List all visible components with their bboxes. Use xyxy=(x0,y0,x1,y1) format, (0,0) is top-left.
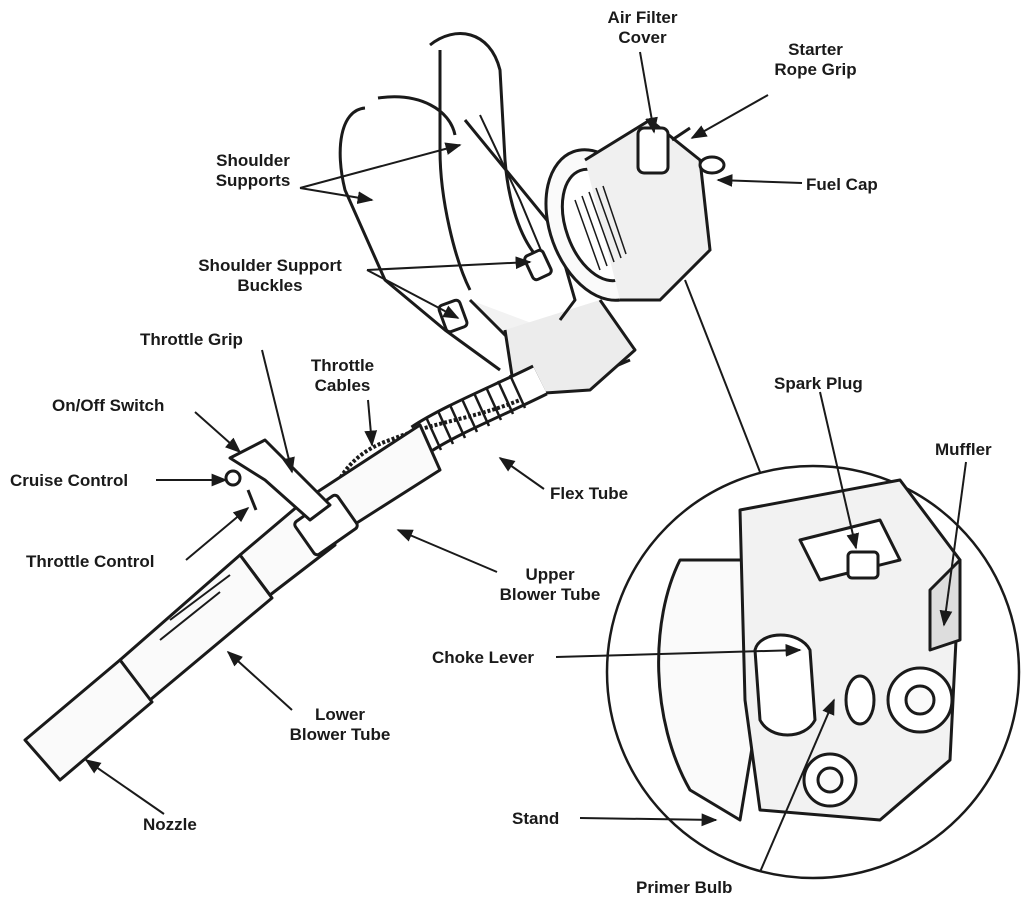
label-shoulder-supports-line2: Supports xyxy=(215,171,291,190)
label-shoulder-support-buckles-line1: Shoulder Support xyxy=(198,256,342,275)
label-shoulder-support-buckles-line2: Buckles xyxy=(237,276,303,295)
fan-grille xyxy=(574,185,627,271)
label-air-filter-cover-line1: Air Filter xyxy=(607,8,678,27)
label-throttle-cables: Throttle Cables xyxy=(295,356,390,396)
label-upper-blower-tube: Upper Blower Tube xyxy=(495,565,605,605)
label-throttle-grip: Throttle Grip xyxy=(140,330,243,349)
label-choke-lever: Choke Lever xyxy=(432,648,535,667)
label-starter-rope-grip: Starter Rope Grip xyxy=(758,40,873,80)
label-shoulder-supports: Shoulder Supports xyxy=(198,151,308,191)
leader-lines xyxy=(84,51,967,873)
label-upper-blower-tube-line1: Upper xyxy=(525,565,575,584)
label-flex-tube: Flex Tube xyxy=(550,484,629,503)
label-fuel-cap: Fuel Cap xyxy=(806,175,878,194)
label-air-filter-cover: Air Filter Cover xyxy=(590,8,695,48)
blower-tubes xyxy=(23,423,442,782)
label-starter-rope-grip-line2: Rope Grip xyxy=(774,60,857,79)
label-lower-blower-tube-line2: Blower Tube xyxy=(289,725,391,744)
engine-housing-top xyxy=(544,118,726,302)
label-stand: Stand xyxy=(512,809,560,828)
label-air-filter-cover-line2: Cover xyxy=(618,28,667,47)
label-nozzle: Nozzle xyxy=(143,815,197,834)
label-on-off-switch: On/Off Switch xyxy=(52,396,165,415)
label-upper-blower-tube-line2: Blower Tube xyxy=(499,585,601,604)
label-spark-plug: Spark Plug xyxy=(774,374,863,393)
label-primer-bulb: Primer Bulb xyxy=(636,878,733,897)
label-cruise-control: Cruise Control xyxy=(10,471,129,490)
label-lower-blower-tube-line1: Lower xyxy=(314,705,366,724)
label-throttle-cables-line1: Throttle xyxy=(310,356,375,375)
label-lower-blower-tube: Lower Blower Tube xyxy=(280,705,400,745)
label-starter-rope-grip-line1: Starter xyxy=(788,40,843,59)
flex-tube xyxy=(410,364,548,455)
throttle-handle xyxy=(224,438,332,522)
label-throttle-cables-line2: Cables xyxy=(314,376,371,395)
label-throttle-control: Throttle Control xyxy=(26,552,155,571)
label-muffler: Muffler xyxy=(935,440,992,459)
label-shoulder-support-buckles: Shoulder Support Buckles xyxy=(180,256,360,296)
detail-connector xyxy=(684,279,761,473)
label-shoulder-supports-line1: Shoulder xyxy=(216,151,290,170)
engine-detail xyxy=(657,478,962,822)
